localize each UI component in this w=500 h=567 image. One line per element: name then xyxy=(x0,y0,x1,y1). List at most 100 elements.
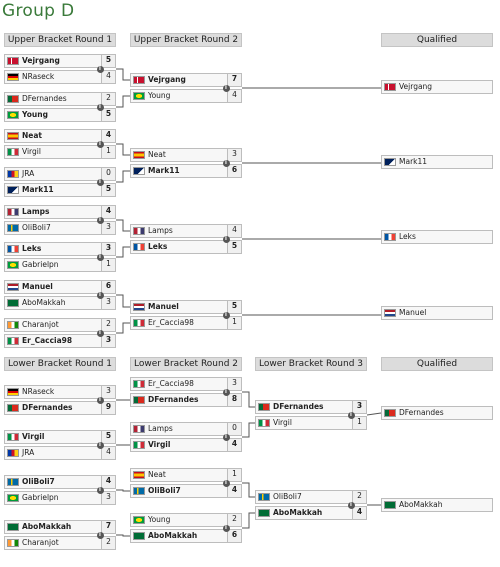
match-info-icon[interactable]: i xyxy=(96,178,104,186)
match-info-icon[interactable]: i xyxy=(222,388,230,396)
match-info-icon[interactable]: i xyxy=(96,486,104,494)
team-name: Vejrgang xyxy=(22,56,60,65)
match-info-icon[interactable]: i xyxy=(222,524,230,532)
match-info-icon[interactable]: i xyxy=(96,140,104,148)
team-score: 5 xyxy=(227,241,241,253)
team-name: DFernandes xyxy=(148,395,199,404)
team-row[interactable]: Leks xyxy=(381,230,493,244)
it-flag-icon xyxy=(133,319,145,327)
match-info-icon[interactable]: i xyxy=(96,253,104,261)
match-info-icon[interactable]: i xyxy=(96,396,104,404)
match-info-icon[interactable]: i xyxy=(222,159,230,167)
round-header: Qualified xyxy=(381,33,493,47)
in-flag-icon xyxy=(7,321,19,329)
team-row[interactable]: Manuel xyxy=(381,306,493,320)
team-score: 4 xyxy=(101,130,115,142)
br-flag-icon xyxy=(7,111,19,119)
match-info-icon[interactable]: i xyxy=(347,411,355,419)
sa-flag-icon xyxy=(384,501,396,509)
match-info-icon[interactable]: i xyxy=(96,441,104,449)
connector-line xyxy=(116,322,130,334)
match-info-icon[interactable]: i xyxy=(96,329,104,337)
team-row[interactable]: Mark11 xyxy=(381,155,493,169)
match-info-icon[interactable]: i xyxy=(222,311,230,319)
sa-flag-icon xyxy=(7,299,19,307)
team-row[interactable]: DFernandes xyxy=(381,406,493,420)
br-flag-icon xyxy=(7,261,19,269)
match-info-icon[interactable]: i xyxy=(96,531,104,539)
team-row[interactable]: OliBoli7 2 xyxy=(255,490,367,504)
match-info-icon[interactable]: i xyxy=(96,291,104,299)
team-name: AboMakkah xyxy=(148,531,198,540)
team-score: 4 xyxy=(227,225,241,237)
team-score: 2 xyxy=(352,491,366,503)
match-info-icon[interactable]: i xyxy=(347,501,355,509)
team-row[interactable]: AboMakkah xyxy=(381,498,493,512)
team-score: 1 xyxy=(101,146,115,158)
match-info-icon[interactable]: i xyxy=(96,216,104,224)
pt-flag-icon xyxy=(384,409,396,417)
round-header: Upper Bracket Round 2 xyxy=(130,33,242,47)
team-row[interactable]: Vejrgang xyxy=(381,80,493,94)
match-info-icon[interactable]: i xyxy=(222,433,230,441)
team-name: DFernandes xyxy=(22,403,73,412)
team-name: Gabrielpn xyxy=(22,260,59,269)
team-name: OliBoli7 xyxy=(273,492,302,501)
us-flag-icon xyxy=(7,208,19,216)
fr-flag-icon xyxy=(7,245,19,253)
ph-flag-icon xyxy=(7,449,19,457)
match-info-icon[interactable]: i xyxy=(222,479,230,487)
match-info-icon[interactable]: i xyxy=(222,235,230,243)
match-info-icon[interactable]: i xyxy=(222,84,230,92)
team-name: Manuel xyxy=(22,282,53,291)
team-score: 0 xyxy=(227,423,241,435)
connector-line xyxy=(242,391,255,408)
match-info-icon[interactable]: i xyxy=(96,65,104,73)
match-info-icon[interactable]: i xyxy=(96,103,104,111)
it-flag-icon xyxy=(7,337,19,345)
